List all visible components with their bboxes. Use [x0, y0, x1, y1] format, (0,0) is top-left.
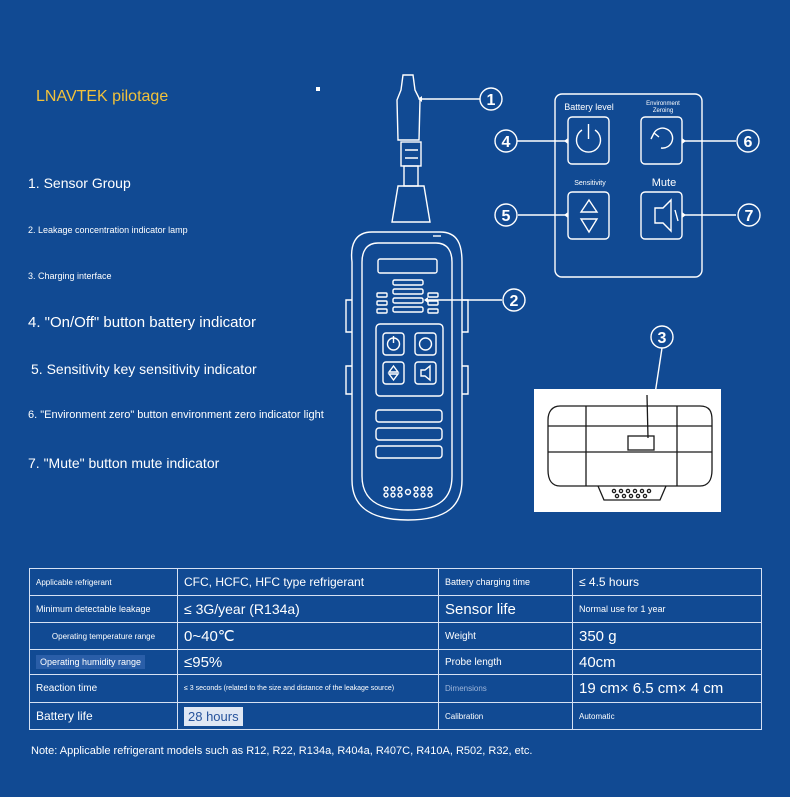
- spec-label: Sensor life: [438, 595, 573, 623]
- spec-value: ≤ 3 seconds (related to the size and dis…: [177, 674, 439, 703]
- spec-label: Minimum detectable leakage: [29, 595, 178, 623]
- device-diagram: 1 2 3 4 5 6 7 Battery level Environment …: [316, 74, 761, 521]
- spec-value: 350 g: [572, 622, 762, 650]
- spec-value: 40cm: [572, 649, 762, 675]
- table-row: Operating humidity range ≤95% Probe leng…: [29, 649, 762, 675]
- spec-value: 0~40℃: [177, 622, 439, 650]
- footnote: Note: Applicable refrigerant models such…: [31, 745, 533, 757]
- callout-1: [479, 87, 503, 111]
- spec-label: Battery life: [29, 702, 178, 730]
- device-mute-button: [414, 361, 437, 385]
- leak-indicator-window: [377, 258, 438, 274]
- spec-value: CFC, HCFC, HFC type refrigerant: [177, 568, 439, 596]
- probe-stem: [403, 165, 419, 187]
- spec-label: Operating temperature range: [29, 622, 178, 650]
- callout-2-label: 2: [510, 293, 519, 310]
- panel-zero-button: [640, 116, 683, 165]
- callout-4-label: 4: [502, 134, 511, 151]
- probe-tip: [396, 74, 421, 141]
- spec-value: ≤95%: [177, 649, 439, 675]
- device-zero-button: [414, 332, 437, 356]
- spec-value: Normal use for 1 year: [572, 595, 762, 623]
- feature-6: 6. "Environment zero" button environment…: [28, 409, 324, 421]
- feature-3: 3. Charging interface: [28, 271, 112, 281]
- panel-mute-label: Mute: [652, 177, 676, 189]
- callout-6-label: 6: [744, 134, 753, 151]
- callout-3-label: 3: [658, 330, 667, 347]
- feature-2: 2. Leakage concentration indicator lamp: [28, 225, 188, 235]
- spec-label: Operating humidity range: [36, 655, 146, 669]
- feature-1: 1. Sensor Group: [28, 175, 131, 191]
- callout-7-label: 7: [745, 208, 754, 225]
- callout-7: [737, 203, 761, 227]
- table-row: Battery life 28 hours Calibration Automa…: [29, 702, 762, 730]
- panel-sensitivity-label: Sensitivity: [574, 180, 606, 187]
- table-row: Minimum detectable leakage ≤ 3G/year (R1…: [29, 595, 762, 623]
- callout-2: [502, 288, 526, 312]
- spec-label: Reaction time: [29, 674, 178, 703]
- leak-indicator-bars: [376, 279, 439, 314]
- feature-4: 4. "On/Off" button battery indicator: [28, 314, 256, 331]
- callout-4: [494, 129, 518, 153]
- spec-label: Weight: [438, 622, 573, 650]
- device-button-cluster: [375, 323, 444, 397]
- device-sensitivity-button: [382, 361, 405, 385]
- spec-label: Probe length: [438, 649, 573, 675]
- probe-base: [391, 185, 431, 223]
- device-body: [350, 231, 463, 521]
- spec-value: ≤ 3G/year (R134a): [177, 595, 439, 623]
- callout-5-label: 5: [502, 208, 511, 225]
- spec-label: Calibration: [438, 702, 573, 730]
- spec-value: 28 hours: [184, 706, 243, 726]
- callout-1-label: 1: [487, 92, 496, 109]
- panel-env-label-2: Zeroing: [653, 108, 673, 114]
- spec-label: Battery charging time: [438, 568, 573, 596]
- feature-5: 5. Sensitivity key sensitivity indicator: [31, 361, 257, 377]
- table-row: Applicable refrigerant CFC, HCFC, HFC ty…: [29, 568, 762, 596]
- panel-battery-label: Battery level: [564, 102, 614, 112]
- spec-label: Applicable refrigerant: [29, 568, 178, 596]
- spec-value: ≤ 4.5 hours: [572, 568, 762, 596]
- probe-neck: [400, 141, 422, 167]
- speaker-grille: [383, 486, 433, 498]
- panel-env-label-1: Environment: [646, 101, 680, 107]
- spec-value: Automatic: [572, 702, 762, 730]
- table-row: Operating temperature range 0~40℃ Weight…: [29, 622, 762, 650]
- device-power-button: [382, 332, 405, 356]
- spec-value: 19 cm× 6.5 cm× 4 cm: [572, 674, 762, 703]
- spec-table: Applicable refrigerant CFC, HCFC, HFC ty…: [29, 568, 762, 730]
- control-panel: [554, 93, 703, 278]
- feature-7: 7. "Mute" button mute indicator: [28, 455, 220, 471]
- callout-5: [494, 203, 518, 227]
- table-row: Reaction time ≤ 3 seconds (related to th…: [29, 674, 762, 703]
- callout-6: [736, 129, 760, 153]
- spec-label: Dimensions: [438, 674, 573, 703]
- brand-title: LNAVTEK pilotage: [36, 88, 169, 105]
